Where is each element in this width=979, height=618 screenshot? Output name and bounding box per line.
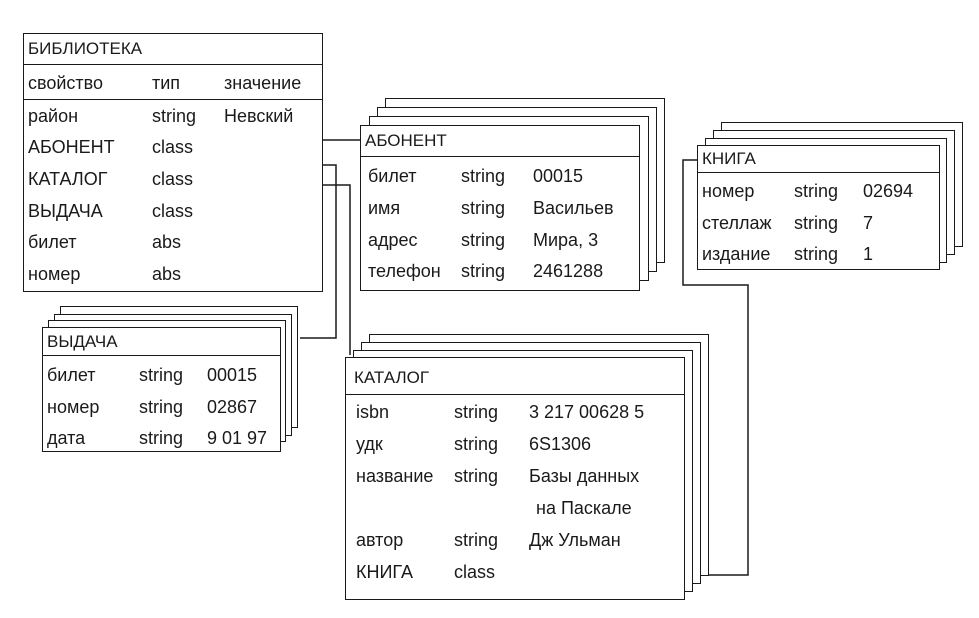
entity-katalog: КАТАЛОГ isbn string 3 217 00628 5 удк st… [345, 357, 685, 600]
kniga-row-1-type: string [794, 181, 839, 201]
abonent-row-2-type: string [461, 198, 506, 218]
entity-biblioteka-title: БИБЛИОТЕКА [28, 39, 143, 58]
abonent-row-3-name: адрес [368, 230, 418, 250]
katalog-row-6-name: КНИГА [356, 562, 413, 582]
header-property: свойство [28, 73, 104, 93]
abonent-row-4-value: 2461288 [533, 261, 604, 281]
entity-vydacha: ВЫДАЧА билет string 00015 номер string 0… [42, 327, 281, 452]
abonent-row-1-type: string [461, 166, 506, 186]
vydacha-row-3-name: дата [47, 428, 86, 448]
katalog-row-5-type: string [454, 530, 499, 550]
kniga-row-2-type: string [794, 213, 839, 233]
abonent-row-1-value: 00015 [533, 166, 584, 186]
katalog-row-5-name: автор [356, 530, 404, 550]
vydacha-row-1-name: билет [47, 365, 96, 385]
katalog-row-2-value: 6S1306 [529, 434, 592, 454]
biblioteka-row-6-name: номер [28, 264, 81, 284]
header-type: тип [152, 73, 181, 93]
abonent-row-1-name: билет [368, 166, 417, 186]
abonent-row-4-type: string [461, 261, 506, 281]
kniga-row-3-name: издание [702, 244, 771, 264]
biblioteka-row-3-name: КАТАЛОГ [28, 169, 108, 189]
entity-biblioteka: БИБЛИОТЕКА свойство тип значение район s… [23, 33, 323, 292]
biblioteka-row-1-name: район [28, 106, 79, 126]
katalog-row-1-value: 3 217 00628 5 [529, 402, 645, 422]
katalog-row-5-value: Дж Ульман [529, 530, 621, 550]
biblioteka-row-5-name: билет [28, 232, 77, 252]
entity-kniga-title: КНИГА [702, 149, 756, 168]
biblioteka-row-5-type: abs [152, 232, 182, 252]
vydacha-row-2-name: номер [47, 397, 100, 417]
katalog-row-1-name: isbn [356, 402, 390, 422]
biblioteka-row-4-type: class [152, 201, 194, 221]
entity-katalog-title: КАТАЛОГ [354, 368, 430, 387]
header-value: значение [224, 73, 302, 93]
vydacha-row-1-type: string [139, 365, 184, 385]
entity-kniga: КНИГА номер string 02694 стеллаж string … [697, 145, 940, 270]
link-biblioteka-katalog [323, 184, 351, 355]
katalog-row-3-name: название [356, 466, 434, 486]
abonent-row-4-name: телефон [368, 261, 441, 281]
biblioteka-row-1-value: Невский [224, 106, 294, 126]
biblioteka-row-2-type: class [152, 137, 194, 157]
biblioteka-row-1-type: string [152, 106, 197, 126]
vydacha-row-2-type: string [139, 397, 184, 417]
kniga-row-2-value: 7 [863, 213, 874, 233]
biblioteka-row-2-name: АБОНЕНТ [28, 137, 115, 157]
katalog-row-1-type: string [454, 402, 499, 422]
vydacha-row-3-type: string [139, 428, 184, 448]
entity-abonent-title: АБОНЕНТ [365, 131, 447, 150]
kniga-row-2-name: стеллаж [702, 213, 772, 233]
vydacha-row-3-value: 9 01 97 [207, 428, 268, 448]
biblioteka-row-6-type: abs [152, 264, 182, 284]
kniga-row-1-value: 02694 [863, 181, 914, 201]
biblioteka-row-4-name: ВЫДАЧА [28, 201, 103, 221]
katalog-row-3-type: string [454, 466, 499, 486]
katalog-row-2-type: string [454, 434, 499, 454]
kniga-row-3-type: string [794, 244, 839, 264]
biblioteka-row-3-type: class [152, 169, 194, 189]
abonent-row-3-value: Мира, 3 [533, 230, 599, 250]
katalog-row-3-value: Базы данных [529, 466, 640, 486]
kniga-row-1-name: номер [702, 181, 755, 201]
kniga-row-3-value: 1 [863, 244, 874, 264]
vydacha-row-1-value: 00015 [207, 365, 258, 385]
entity-abonent: АБОНЕНТ билет string 00015 имя string Ва… [360, 125, 640, 291]
abonent-row-2-value: Васильев [533, 198, 614, 218]
abonent-row-3-type: string [461, 230, 506, 250]
katalog-row-6-type: class [454, 562, 496, 582]
abonent-row-2-name: имя [368, 198, 401, 218]
entity-vydacha-title: ВЫДАЧА [47, 332, 118, 351]
vydacha-row-2-value: 02867 [207, 397, 258, 417]
katalog-row-2-name: удк [356, 434, 383, 454]
katalog-row-3-value-cont: на Паскале [536, 498, 632, 518]
